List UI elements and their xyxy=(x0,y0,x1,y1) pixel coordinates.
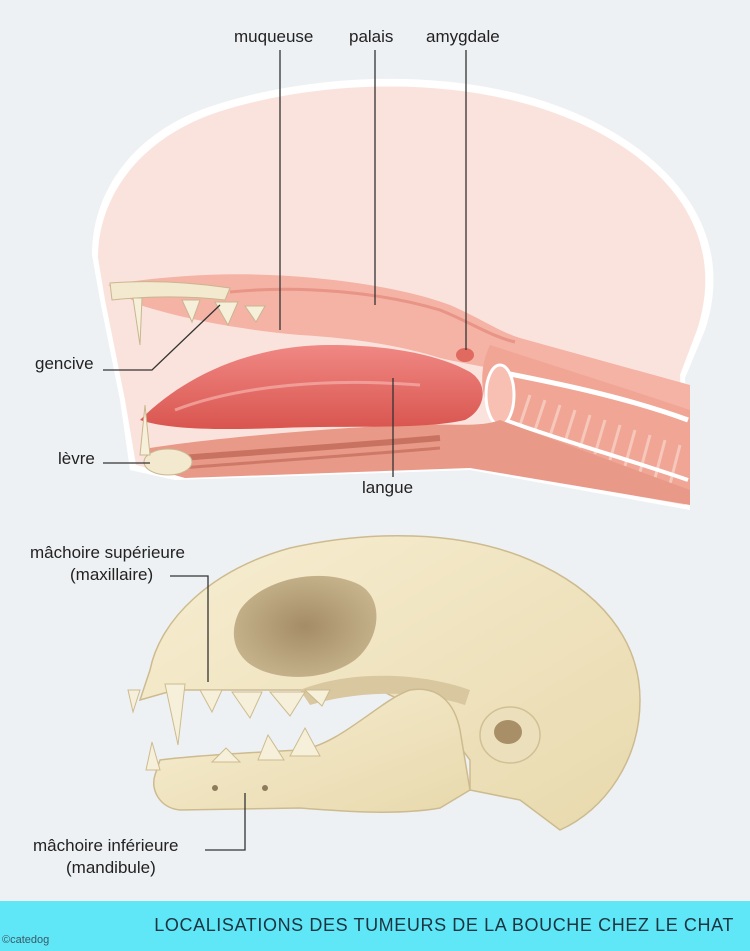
head-cross-section xyxy=(92,78,714,511)
tongue xyxy=(140,345,483,430)
label-machoire-superieure: mâchoire supérieure xyxy=(30,543,185,562)
orbit xyxy=(233,575,377,677)
skull xyxy=(127,534,641,831)
label-amygdale: amygdale xyxy=(426,27,500,46)
skull-lower-teeth xyxy=(145,726,321,771)
leader-maxillaire xyxy=(170,575,209,682)
label-muqueuse: muqueuse xyxy=(234,27,314,46)
label-langue: langue xyxy=(362,478,414,497)
trachea xyxy=(482,345,690,500)
leader-gencive xyxy=(103,304,221,371)
label-machoire-inferieure: mâchoire inférieure xyxy=(33,836,179,855)
label-mandibule: (mandibule) xyxy=(66,858,156,877)
lower-jaw-tissue xyxy=(150,420,690,505)
label-maxillaire: (maxillaire) xyxy=(70,565,154,584)
tonsil xyxy=(456,348,474,362)
upper-teeth xyxy=(132,297,266,346)
lower-teeth xyxy=(139,404,151,456)
lower-jaw-bone xyxy=(143,448,193,476)
label-gencive: gencive xyxy=(35,354,94,373)
label-levre: lèvre xyxy=(58,449,95,468)
anatomy-svg xyxy=(92,50,714,851)
skull-upper-teeth xyxy=(127,683,331,746)
figure-title: LOCALISATIONS DES TUMEURS DE LA BOUCHE C… xyxy=(154,915,734,935)
leader-lines xyxy=(103,50,467,851)
copyright-mark: ©catedog xyxy=(2,934,50,946)
leader-mandibule xyxy=(205,793,246,851)
label-palais: palais xyxy=(349,27,394,46)
title-banner: LOCALISATIONS DES TUMEURS DE LA BOUCHE C… xyxy=(0,901,750,951)
